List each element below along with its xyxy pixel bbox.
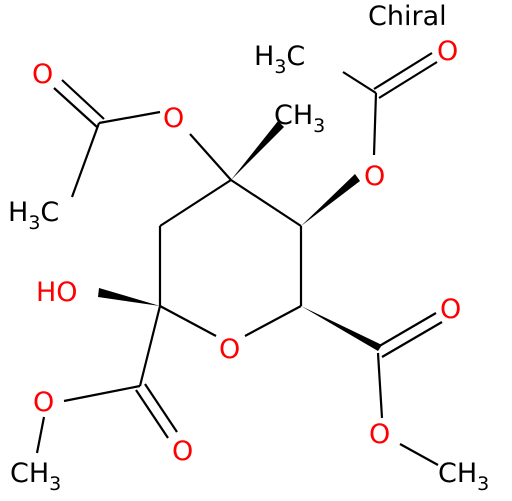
bond-c-o-double-right-acetyl-b <box>378 61 438 99</box>
atom-o-acetyl-right-carbonyl: O <box>437 36 458 67</box>
bond-c-o-ester-right <box>376 352 384 419</box>
ch3-right-subscript: 3 <box>274 56 286 78</box>
bonds <box>35 52 443 466</box>
atom-o-ester-left-single: O <box>33 387 54 418</box>
ch3-left-h: H <box>8 197 28 228</box>
ester-left-subscript: 3 <box>49 473 61 495</box>
atom-o-acetyl-left-ester: O <box>163 103 184 134</box>
atom-hydroxyl: HO <box>36 277 78 308</box>
bond-o-ch3-ester-left <box>35 416 46 454</box>
wedge-c2-ester <box>301 306 382 351</box>
atom-o-ester-right-single: O <box>369 419 390 450</box>
atom-o-ester-left-double: O <box>172 436 193 467</box>
atom-o-acetyl-left-carbonyl: O <box>32 59 53 90</box>
bond-c-o-left-acetyl <box>98 110 161 125</box>
bond-o-ring-c2 <box>244 305 302 337</box>
atom-ch3-ring-methyl: CH3 <box>274 100 325 137</box>
atom-ch3-ester-right: CH3 <box>438 458 489 495</box>
bond-c-ch3-right-acetyl <box>342 71 377 94</box>
bond-c-o-double-right-acetyl-a <box>373 52 433 90</box>
ring-methyl-ch: CH <box>274 100 313 131</box>
ester-left-ch: CH <box>10 458 49 489</box>
bond-c-o-double-ester-right-a <box>375 312 437 349</box>
atom-ch3-ester-left: CH3 <box>10 458 61 495</box>
ch3-right-h: H <box>254 41 274 72</box>
bond-c6-o-ring <box>159 305 217 337</box>
ester-right-ch: CH <box>438 458 477 489</box>
bond-c-o-double-ester-left-a <box>135 389 169 439</box>
bond-c-ch3-left-acetyl <box>70 122 101 198</box>
bond-o-c4 <box>189 133 232 181</box>
wedge-c3-oacetyl <box>301 174 360 226</box>
bond-c3-c4 <box>230 179 302 227</box>
bond-o-ch3-ester-right <box>399 443 439 466</box>
wedge-c6-hydroxyl <box>98 288 160 306</box>
bond-c-o-double-left-acetyl-a <box>53 87 98 128</box>
atom-labels: Chiral O O H3C H3C O O CH3 HO O O O CH3 … <box>8 1 489 495</box>
atom-o-ring: O <box>219 334 240 365</box>
atom-o-acetyl-right-ester: O <box>364 161 385 192</box>
bond-o-c-right-acetyl <box>372 92 378 156</box>
ring-methyl-subscript: 3 <box>313 115 325 137</box>
bond-c6-c-ester-left <box>138 305 162 387</box>
stereo-wedges <box>98 121 382 351</box>
bond-c-o-ester-left <box>63 384 141 403</box>
ch3-left-c: C <box>40 197 59 228</box>
chiral-label: Chiral <box>368 1 447 32</box>
bond-c-o-double-ester-right-b <box>381 321 443 358</box>
bond-c-o-double-ester-left-b <box>144 383 178 433</box>
ch3-left-subscript: 3 <box>28 212 40 234</box>
ester-right-subscript: 3 <box>477 473 489 495</box>
bond-c4-c5 <box>159 179 232 227</box>
ch3-right-c: C <box>286 41 305 72</box>
atom-ch3-acetyl-left: H3C <box>8 197 59 234</box>
atom-o-ester-right-double: O <box>440 294 461 325</box>
wedge-c4-methyl <box>231 121 284 180</box>
bond-c-o-double-left-acetyl-b <box>61 79 105 120</box>
atom-ch3-acetyl-right: H3C <box>254 41 305 78</box>
